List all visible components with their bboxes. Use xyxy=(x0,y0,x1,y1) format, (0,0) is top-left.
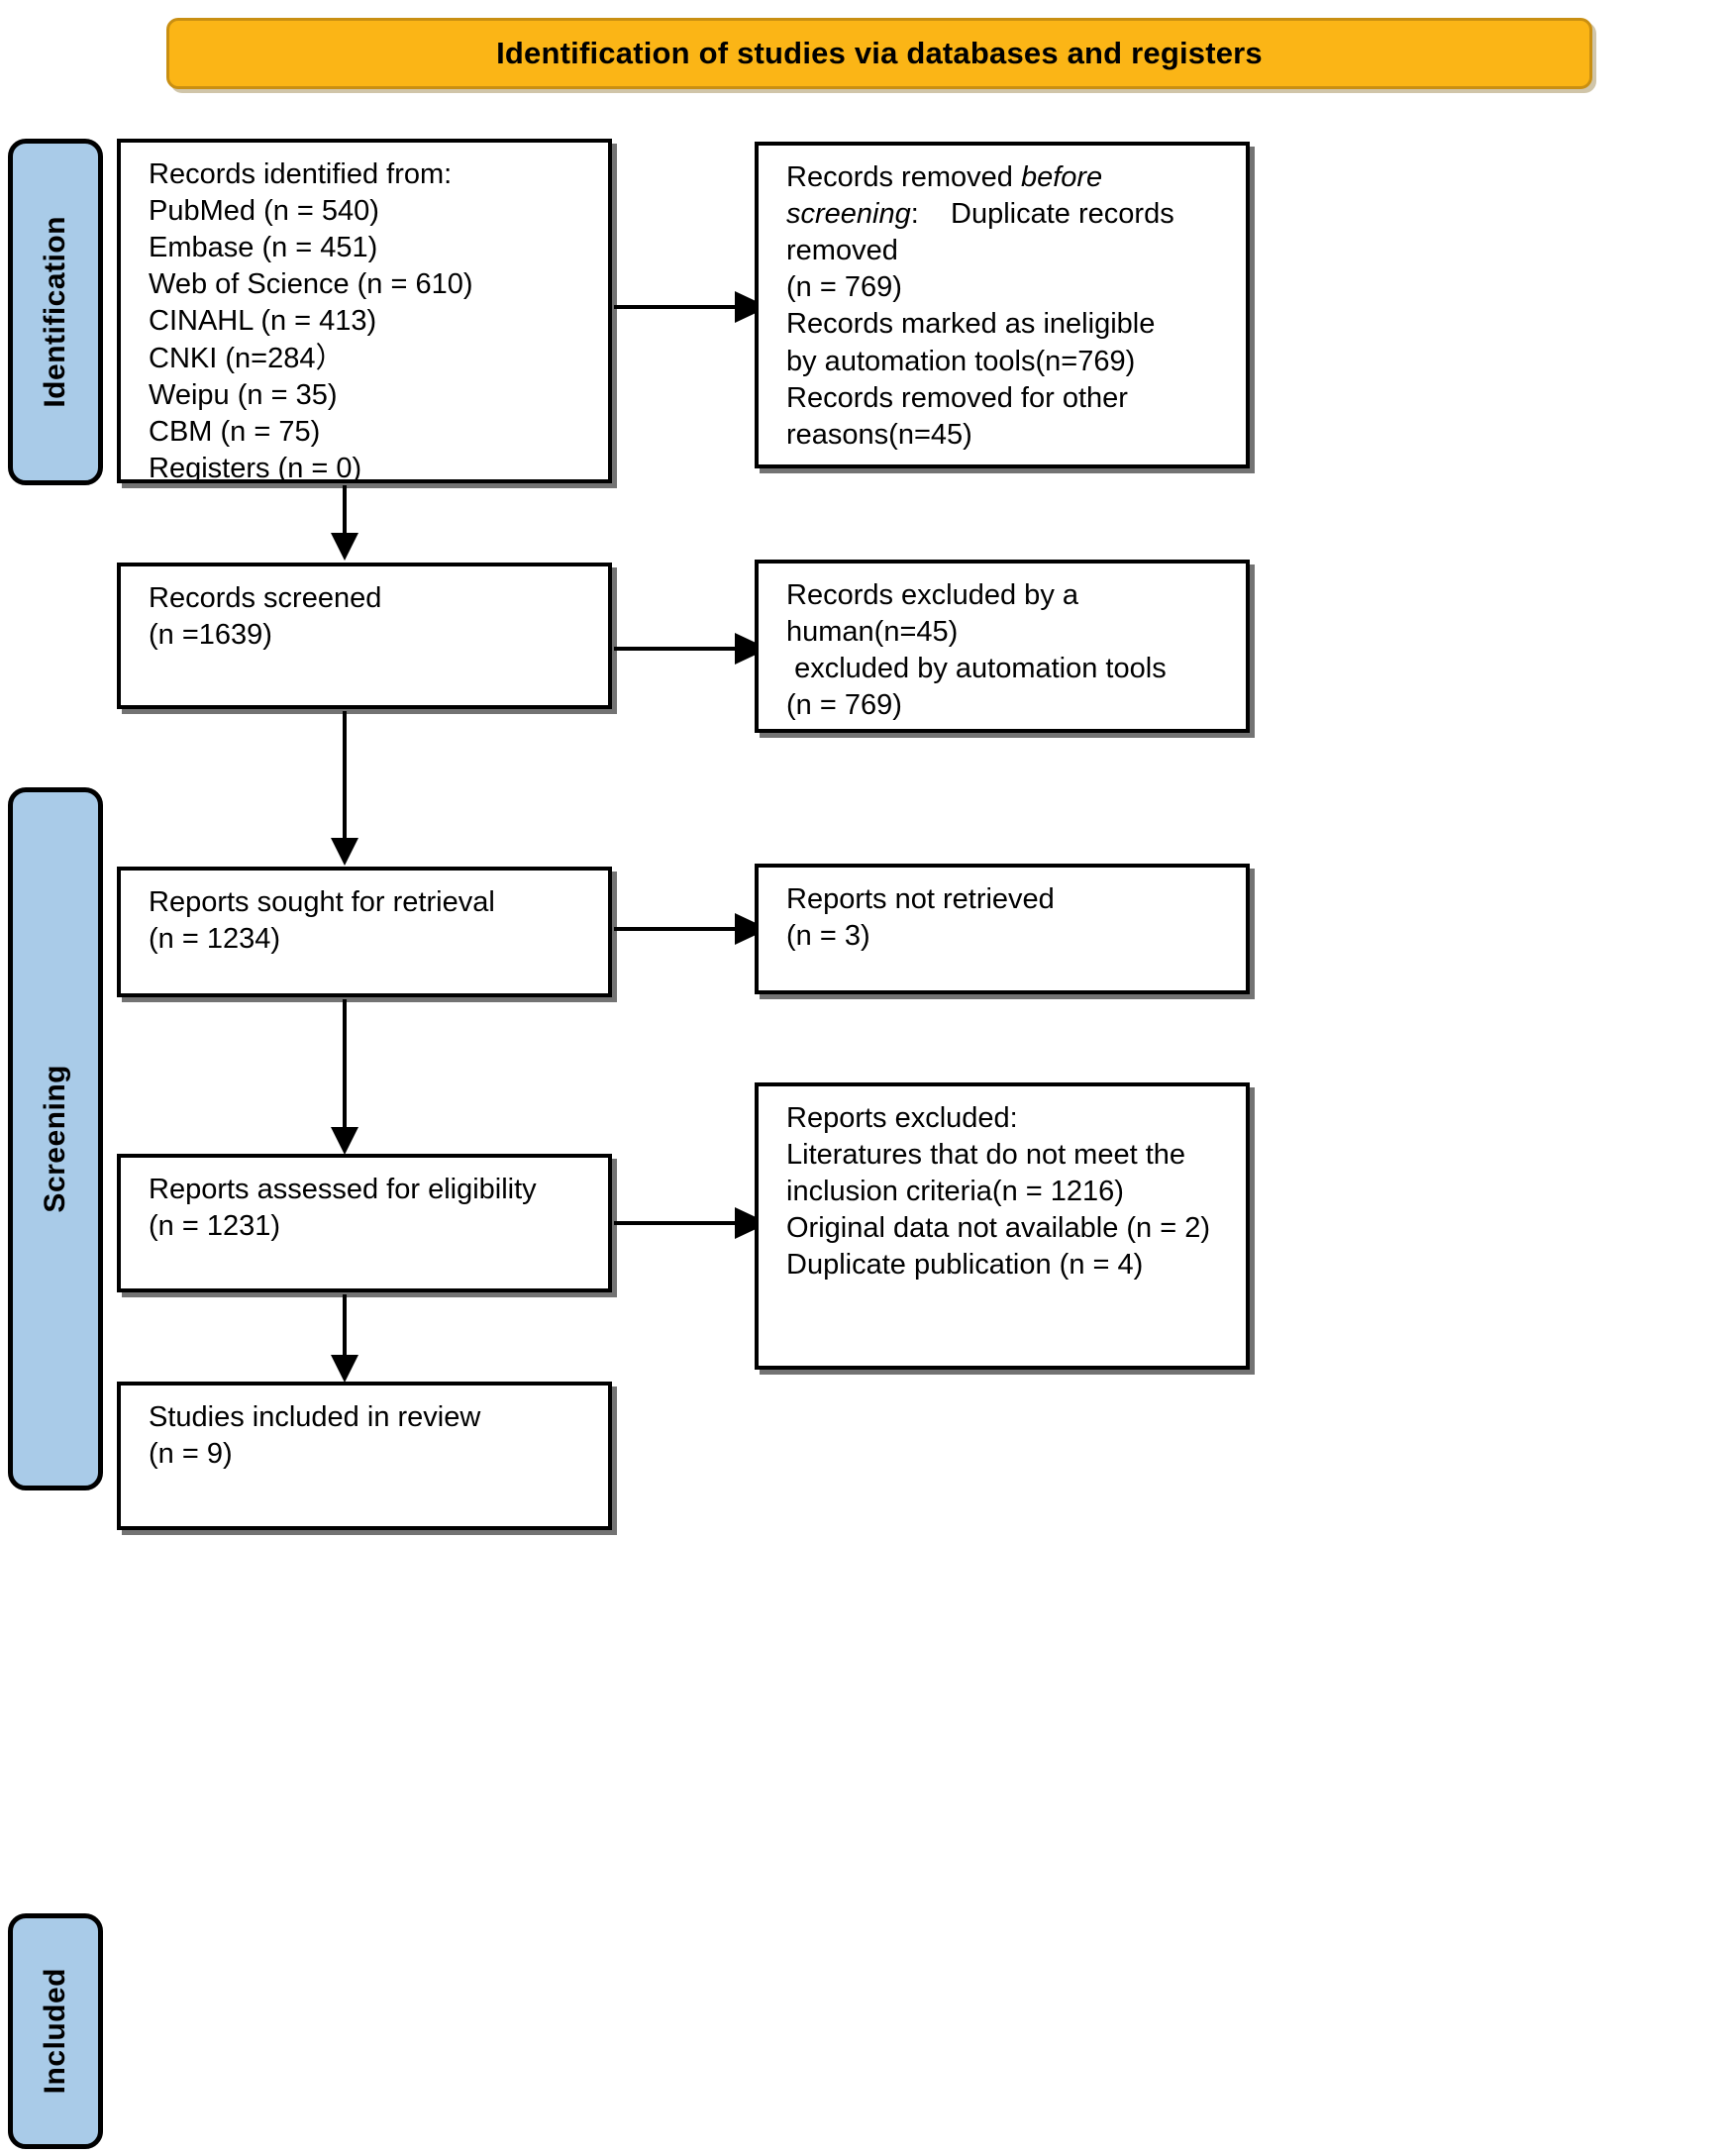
records-excluded-text: Records excluded by a human(n=45) exclud… xyxy=(786,579,1167,722)
studies-included-box: Studies included in review (n = 9) xyxy=(117,1382,612,1530)
records-screened-text: Records screened (n =1639) xyxy=(149,582,382,652)
stage-bar-included: Included xyxy=(8,1913,103,2149)
stage-bar-identification: Identification xyxy=(8,139,103,485)
reports-sought-text: Reports sought for retrieval (n = 1234) xyxy=(149,886,495,956)
records-removed-box: Records removed before screening: Duplic… xyxy=(755,142,1250,468)
records-removed-detail: Duplicate records removed (n = 769) Reco… xyxy=(786,198,1174,451)
records-identified-text: Records identified from: PubMed (n = 540… xyxy=(149,158,473,484)
studies-included-text: Studies included in review (n = 9) xyxy=(149,1401,481,1471)
stage-bar-screening: Screening xyxy=(8,787,103,1490)
reports-not-retrieved-box: Reports not retrieved (n = 3) xyxy=(755,864,1250,994)
arrow-screened-to-excluded xyxy=(614,633,768,665)
records-removed-heading-plain: Records removed xyxy=(786,161,1021,193)
records-removed-text: Records removed before screening: Duplic… xyxy=(759,146,1246,463)
arrow-sought-to-assessed xyxy=(331,999,358,1155)
records-identified-box: Records identified from: PubMed (n = 540… xyxy=(117,139,612,484)
records-removed-heading-tail: : xyxy=(910,198,919,231)
arrow-assessed-to-excluded xyxy=(614,1207,768,1239)
reports-excluded-box: Reports excluded: Literatures that do no… xyxy=(755,1082,1250,1370)
arrow-assessed-to-included xyxy=(331,1294,358,1383)
reports-excluded-text: Reports excluded: Literatures that do no… xyxy=(786,1102,1211,1282)
stage-label-included: Included xyxy=(39,1968,71,2095)
arrow-sought-to-not-retrieved xyxy=(614,913,768,945)
reports-not-retrieved-text: Reports not retrieved (n = 3) xyxy=(786,883,1055,953)
reports-assessed-box: Reports assessed for eligibility (n = 12… xyxy=(117,1154,612,1292)
records-screened-box: Records screened (n =1639) xyxy=(117,563,612,709)
diagram-title: Identification of studies via databases … xyxy=(496,35,1263,70)
stage-label-identification: Identification xyxy=(39,216,71,408)
records-excluded-box: Records excluded by a human(n=45) exclud… xyxy=(755,560,1250,733)
diagram-title-banner: Identification of studies via databases … xyxy=(166,18,1592,89)
stage-label-screening: Screening xyxy=(39,1065,71,1213)
reports-sought-box: Reports sought for retrieval (n = 1234) xyxy=(117,867,612,997)
arrow-screened-to-sought xyxy=(331,711,358,866)
reports-assessed-text: Reports assessed for eligibility (n = 12… xyxy=(149,1174,537,1243)
records-removed-heading-italic: before screening xyxy=(786,161,1111,231)
arrow-identified-to-removed xyxy=(614,291,768,323)
